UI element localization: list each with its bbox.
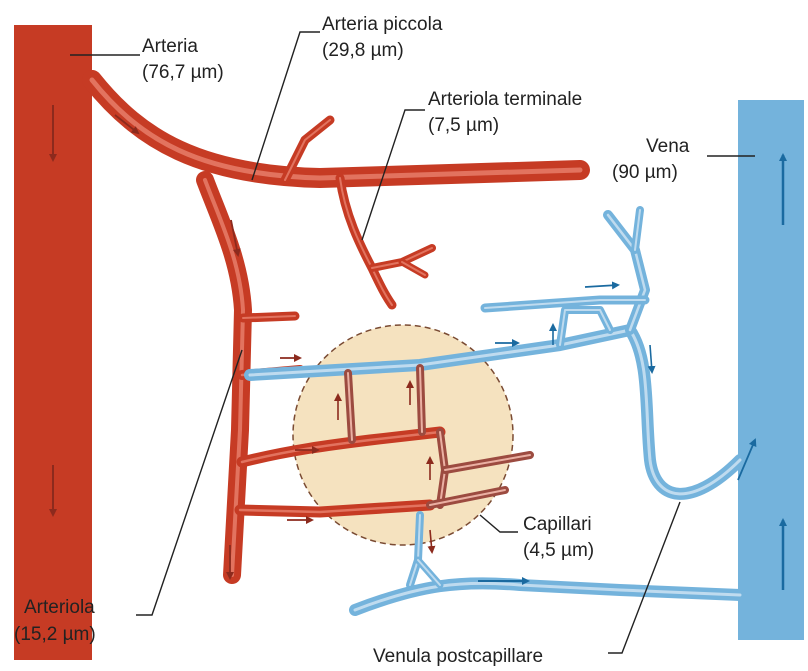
label-vena-size: (90 µm) — [612, 162, 678, 183]
arrow-venule-down — [650, 345, 652, 372]
label-venula-postcapillare: Venula postcapillare — [373, 646, 543, 667]
label-arteriola-terminale-name: Arteriola terminale — [428, 89, 582, 110]
leader-arteria-piccola — [252, 32, 320, 180]
label-arteria-piccola-size: (29,8 µm) — [322, 40, 404, 61]
label-arteriola-name: Arteriola — [24, 597, 95, 618]
vein-vessel — [738, 100, 804, 640]
leader-venula — [608, 502, 680, 653]
leader-capillari — [480, 515, 518, 532]
label-arteriola-terminale-size: (7,5 µm) — [428, 115, 499, 136]
label-capillari-name: Capillari — [523, 514, 592, 535]
label-arteria-size: (76,7 µm) — [142, 62, 224, 83]
label-arteria-name: Arteria — [142, 36, 198, 57]
label-arteriola-size: (15,2 µm) — [14, 624, 96, 645]
label-vena-name: Vena — [646, 136, 690, 157]
label-arteria-piccola-name: Arteria piccola — [322, 14, 443, 35]
label-capillari-size: (4,5 µm) — [523, 540, 594, 561]
arrow-venule-right-2 — [585, 285, 618, 287]
